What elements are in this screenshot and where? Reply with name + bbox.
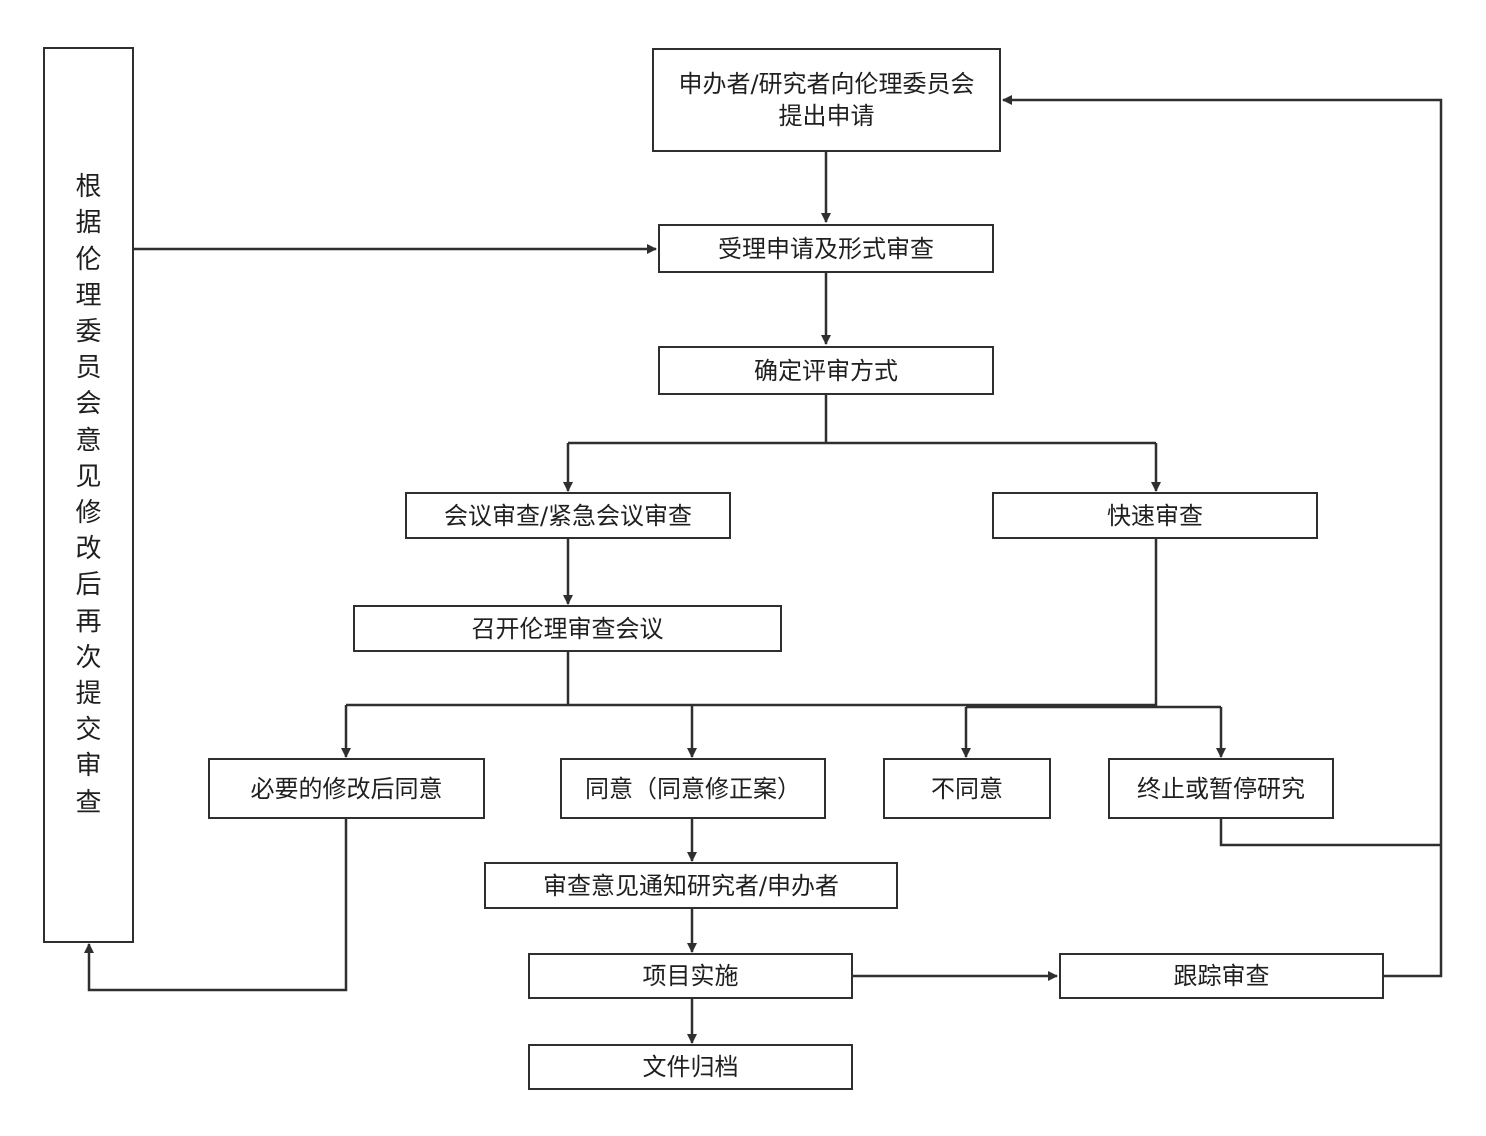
node-convene: 召开伦理审查会议 bbox=[353, 605, 782, 652]
node-determine-label: 确定评审方式 bbox=[754, 356, 898, 385]
node-archive-label: 文件归档 bbox=[642, 1053, 739, 1081]
node-convene-label: 召开伦理审查会议 bbox=[471, 614, 664, 643]
node-archive: 文件归档 bbox=[528, 1044, 853, 1090]
node-terminate: 终止或暂停研究 bbox=[1108, 758, 1334, 819]
node-apply-label: 申办者/研究者向伦理委员会提出申请 bbox=[678, 70, 975, 130]
node-accept: 受理申请及形式审查 bbox=[658, 224, 994, 273]
node-agree: 同意（同意修正案） bbox=[560, 758, 826, 819]
node-track-label: 跟踪审查 bbox=[1173, 962, 1270, 990]
node-apply: 申办者/研究者向伦理委员会提出申请 bbox=[652, 48, 1001, 152]
node-determine: 确定评审方式 bbox=[658, 346, 994, 395]
node-track: 跟踪审查 bbox=[1059, 953, 1384, 999]
node-modify-agree-label: 必要的修改后同意 bbox=[250, 774, 443, 803]
node-implement: 项目实施 bbox=[528, 953, 853, 999]
node-accept-label: 受理申请及形式审查 bbox=[718, 234, 934, 263]
node-terminate-label: 终止或暂停研究 bbox=[1137, 774, 1305, 803]
node-notify-label: 审查意见通知研究者/申办者 bbox=[542, 871, 840, 900]
node-agree-label: 同意（同意修正案） bbox=[585, 774, 801, 803]
node-notify: 审查意见通知研究者/申办者 bbox=[484, 862, 898, 909]
node-resubmit: 根据伦理委员会意见修改后再次提交审查 bbox=[43, 47, 134, 943]
node-meeting-review-label: 会议审查/紧急会议审查 bbox=[443, 501, 693, 530]
node-disagree: 不同意 bbox=[883, 758, 1051, 819]
node-implement-label: 项目实施 bbox=[642, 962, 739, 990]
node-disagree-label: 不同意 bbox=[931, 774, 1003, 803]
node-meeting-review: 会议审查/紧急会议审查 bbox=[405, 492, 731, 539]
edge-track-to-apply bbox=[1002, 95, 1443, 978]
node-fast-review-label: 快速审查 bbox=[1107, 501, 1203, 530]
edge-terminate-to-loop bbox=[1219, 819, 1441, 847]
node-modify-agree: 必要的修改后同意 bbox=[208, 758, 485, 819]
node-fast-review: 快速审查 bbox=[992, 492, 1318, 539]
node-resubmit-label: 根据伦理委员会意见修改后再次提交审查 bbox=[75, 172, 102, 818]
edge-modify-to-resubmit bbox=[84, 819, 348, 992]
